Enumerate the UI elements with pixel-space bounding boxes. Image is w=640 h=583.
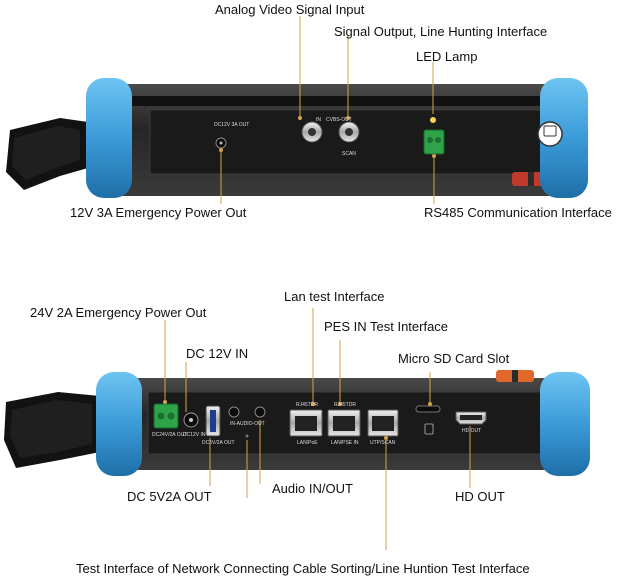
printed-utp-scan: UTP/SCAN <box>370 440 396 446</box>
label-led-lamp: LED Lamp <box>416 49 478 64</box>
label-dc-5v: DC 5V2A OUT <box>127 489 212 504</box>
printed-scan: SCAN <box>342 151 356 157</box>
printed-dc-out: DC12V 3A OUT <box>214 122 249 128</box>
top-device <box>6 16 588 204</box>
bottom-leader-lines <box>164 308 471 550</box>
led-lamp-icon <box>430 117 436 123</box>
top-leader-lines <box>220 16 435 204</box>
bottom-left-bumper <box>96 372 142 476</box>
label-hd-out: HD OUT <box>455 489 505 504</box>
label-lan-test: Lan test Interface <box>284 289 385 304</box>
audio-in-jack <box>228 406 240 418</box>
micro-sd-slot <box>415 405 441 413</box>
label-power-24v: 24V 2A Emergency Power Out <box>30 305 207 320</box>
printed-in: IN <box>316 117 321 123</box>
printed-audio: IN-AUDIO-OUT <box>230 421 265 427</box>
rj45-utp-scan-port <box>367 409 399 437</box>
printed-hd-out: HD OUT <box>462 428 481 434</box>
label-rs485: RS485 Communication Interface <box>424 205 612 220</box>
rj45-lan-pse-port <box>327 409 361 437</box>
label-analog-video: Analog Video Signal Input <box>215 2 365 17</box>
printed-lan-pse-in: LAN/PSE IN <box>331 440 359 446</box>
printed-cvbs-out: CVBS-OUT <box>326 117 352 123</box>
printed-rj45-1: RJ45TDR <box>296 402 318 408</box>
printed-rj45-2: RJ45TDR <box>334 402 356 408</box>
label-dc-in: DC 12V IN <box>186 346 249 361</box>
dc12v-in-port <box>183 412 199 428</box>
bottom-right-bumper <box>540 372 590 476</box>
audio-out-jack <box>254 406 266 418</box>
printed-dc24v: DC24V/2A OUT <box>152 432 187 438</box>
label-network-test: Test Interface of Network Connecting Cab… <box>76 561 530 576</box>
usb-port <box>205 405 221 437</box>
label-pes-in: PES IN Test Interface <box>324 319 449 334</box>
top-left-bumper <box>86 78 132 198</box>
printed-dc5v: DC5V/2A OUT <box>202 440 235 446</box>
printed-lan-poe: LAN/PoE <box>297 440 318 446</box>
dc24v-terminal <box>153 403 179 429</box>
rj45-lan-poe-port <box>289 409 323 437</box>
label-power-12v: 12V 3A Emergency Power Out <box>70 205 247 220</box>
rs485-terminal <box>423 129 445 155</box>
top-right-bumper <box>540 78 588 198</box>
hdmi-port <box>455 411 487 425</box>
printed-dc12v-in: DC12V IN <box>183 432 206 438</box>
label-audio: Audio IN/OUT <box>272 481 353 496</box>
bnc-out-connector <box>338 121 360 143</box>
bottom-device <box>4 308 590 550</box>
label-signal-output: Signal Output, Line Hunting Interface <box>334 24 548 39</box>
bnc-in-connector <box>301 121 323 143</box>
label-micro-sd: Micro SD Card Slot <box>398 351 510 366</box>
